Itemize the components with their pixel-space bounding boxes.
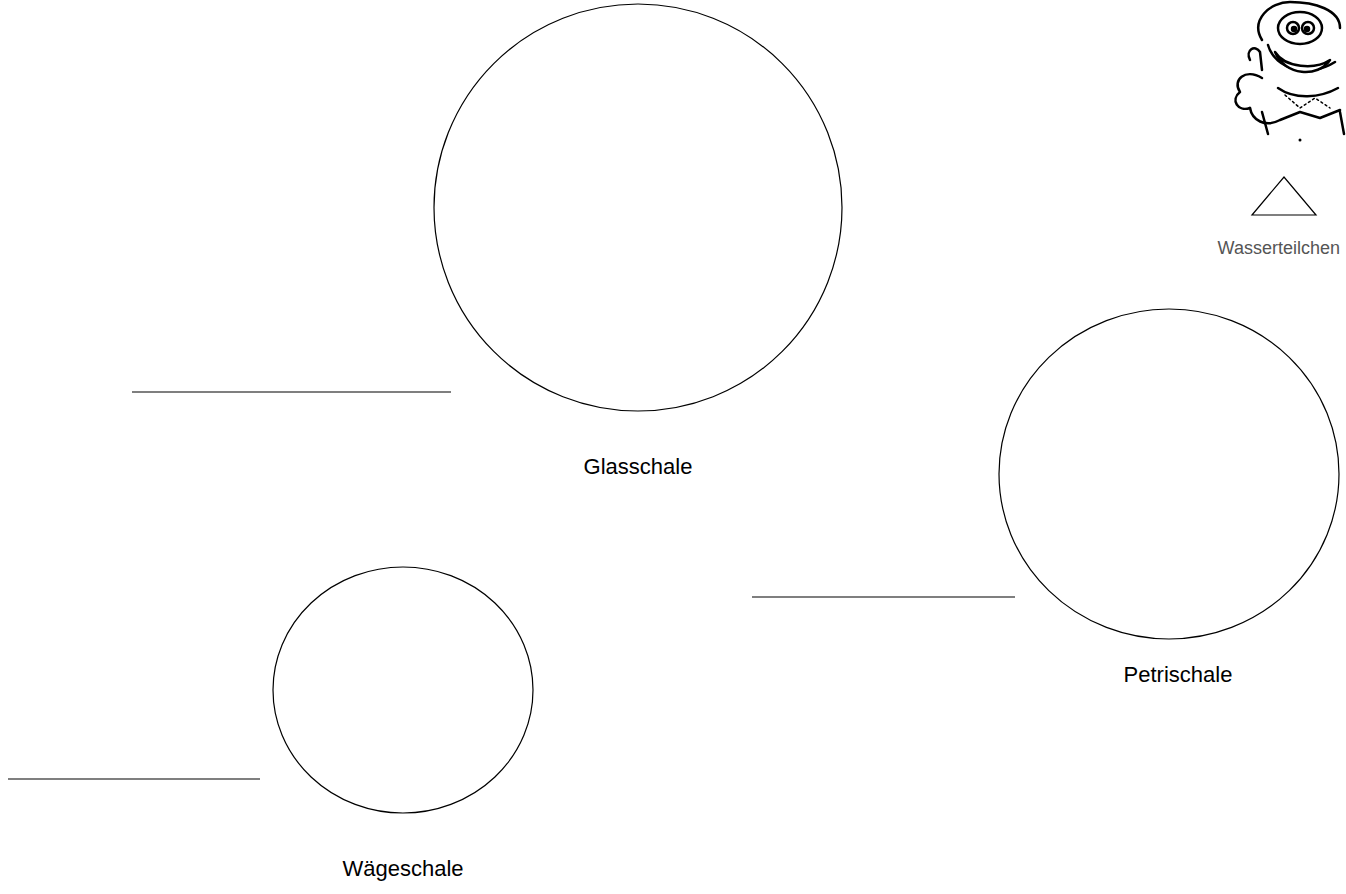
cartoon-figure bbox=[1235, 2, 1344, 134]
circle-outline bbox=[433, 3, 843, 412]
dish-circle: Petrischale bbox=[998, 308, 1340, 640]
answer-line bbox=[132, 391, 451, 392]
dish-label: Wägeschale bbox=[342, 856, 463, 882]
dish-circle: Wägeschale bbox=[272, 566, 534, 814]
answer-line bbox=[8, 778, 260, 779]
circle-outline bbox=[272, 566, 534, 814]
dish-label: Glasschale bbox=[584, 454, 693, 480]
dot bbox=[1299, 139, 1302, 142]
triangle-symbol bbox=[1252, 177, 1316, 215]
dish-circle: Glasschale bbox=[433, 3, 843, 412]
legend-text: Wasserteilchen bbox=[1218, 238, 1340, 259]
answer-line bbox=[752, 596, 1015, 597]
circle-outline bbox=[998, 308, 1340, 640]
dish-label: Petrischale bbox=[1124, 662, 1233, 688]
